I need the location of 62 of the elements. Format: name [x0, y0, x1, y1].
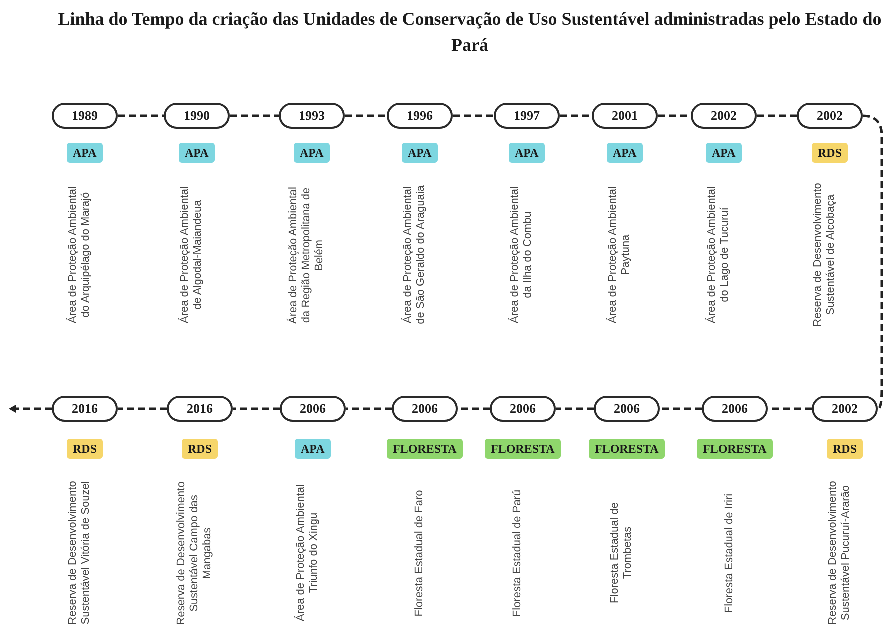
description-text: Área de Proteção Ambiental Paytuna: [607, 186, 633, 326]
description-text: Floresta Estadual de Faro: [414, 488, 426, 618]
year-pill: 2006: [392, 396, 458, 422]
description-text: Área de Proteção Ambiental da Ilha do Combu: [509, 186, 535, 326]
description-text: Floresta Estadual de Iriri: [724, 492, 736, 615]
year-pill: 2016: [52, 396, 118, 422]
description-text: Área de Proteção Ambiental da Região Metropolitana de Belém: [288, 186, 326, 326]
connector-line: [453, 114, 494, 118]
description-text: Área de Proteção Ambiental Triunfo do Xingu: [295, 484, 321, 624]
connector-line: [345, 114, 387, 118]
category-tag: APA: [509, 143, 545, 163]
description-text: Reserva de Desenvolvimento Sustentável Vitória de Souzel: [67, 480, 93, 627]
category-tag: RDS: [827, 439, 864, 459]
year-pill: 1989: [52, 103, 118, 129]
description-text: Área de Proteção Ambiental do Lago de Tucuruí: [706, 186, 732, 326]
year-pill: 2002: [797, 103, 863, 129]
description-text: Reserva de Desenvolvimento Sustentável Pucuruí-Ararão: [827, 480, 853, 627]
description-text: Área de Proteção Ambiental de Algodal-Maiandeua: [179, 186, 205, 326]
connector-line: [556, 408, 594, 410]
year-pill: 2006: [702, 396, 768, 422]
category-tag: APA: [706, 143, 742, 163]
year-pill: 2006: [490, 396, 556, 422]
category-tag: APA: [295, 439, 331, 459]
year-pill: 1993: [279, 103, 345, 129]
category-tag: APA: [67, 143, 103, 163]
year-pill: 2006: [280, 396, 346, 422]
year-pill: 1996: [387, 103, 453, 129]
connector-line: [660, 408, 702, 410]
category-tag: FLORESTA: [387, 439, 463, 459]
connector-line: [346, 408, 392, 410]
category-tag: FLORESTA: [589, 439, 665, 459]
connector-line: [560, 114, 592, 118]
category-tag: FLORESTA: [485, 439, 561, 459]
connector-line: [230, 114, 279, 118]
category-tag: APA: [294, 143, 330, 163]
connector-line: [118, 114, 164, 118]
connector-line: [458, 408, 490, 410]
category-tag: APA: [607, 143, 643, 163]
description-text: Área de Proteção Ambiental do Arquipélago do Marajó: [67, 186, 93, 326]
category-tag: FLORESTA: [697, 439, 773, 459]
connector-line: [862, 114, 884, 410]
category-tag: APA: [179, 143, 215, 163]
description-text: Área de Proteção Ambiental de São Geraldo do Araguaia: [402, 184, 428, 326]
year-pill: 2016: [167, 396, 233, 422]
connector-line: [233, 408, 280, 410]
year-pill: 2002: [812, 396, 878, 422]
year-pill: 2006: [594, 396, 660, 422]
arrow: [9, 405, 52, 413]
category-tag: APA: [402, 143, 438, 163]
year-pill: 1997: [494, 103, 560, 129]
category-tag: RDS: [812, 143, 848, 163]
description-text: Floresta Estadual de Trombetas: [609, 502, 635, 606]
connector-line: [757, 114, 797, 118]
connector-line: [118, 408, 167, 410]
year-pill: 1990: [164, 103, 230, 129]
year-pill: 2001: [592, 103, 658, 129]
description-text: Floresta Estadual de Parú: [512, 488, 524, 619]
year-pill: 2002: [691, 103, 757, 129]
category-tag: RDS: [182, 439, 218, 459]
category-tag: RDS: [67, 439, 104, 459]
description-text: Reserva de Desenvolvimento Sustentável Campo das Mangabas: [176, 480, 214, 627]
diagram-title: Linha do Tempo da criação das Unidades de Conservação de Uso Sustentável administradas pelo Estado do Pará: [57, 8, 883, 57]
